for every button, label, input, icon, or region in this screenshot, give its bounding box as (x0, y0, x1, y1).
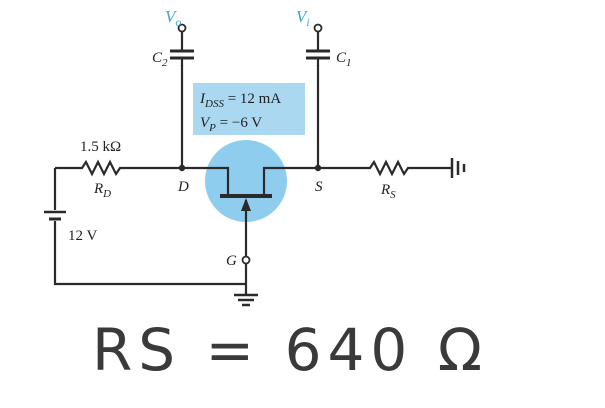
rs-label: RS (380, 182, 396, 201)
vi-label: Vi (296, 7, 310, 29)
rd-value-label: 1.5 kΩ (80, 139, 121, 155)
source-label: S (315, 179, 323, 195)
drain-junction (178, 164, 186, 172)
battery-label: 12 V (68, 228, 97, 244)
vo-terminal (177, 23, 187, 33)
vo-label: Vo (165, 7, 181, 29)
jfet-drain-lead (182, 166, 230, 184)
drain-label: D (177, 179, 189, 195)
c2-label: C2 (152, 50, 168, 69)
idss-label: IDSS = 12 mA (199, 91, 281, 110)
c1-label: C1 (336, 50, 352, 69)
gate-arrow (241, 198, 251, 211)
handwritten-answer: RS = 640 Ω (92, 316, 488, 384)
rd-label: RD (93, 181, 111, 200)
left-wire-bottom (53, 221, 246, 286)
source-junction (314, 164, 322, 172)
gate-terminal (241, 255, 251, 265)
gate-label: G (226, 253, 237, 269)
parameter-box (193, 83, 305, 135)
jfet-highlight (205, 140, 287, 222)
vi-terminal (313, 23, 323, 33)
jfet-source-lead (262, 166, 318, 184)
rs-resistor (318, 159, 452, 177)
rd-resistor (55, 159, 182, 177)
vp-label: VP = −6 V (200, 115, 262, 134)
